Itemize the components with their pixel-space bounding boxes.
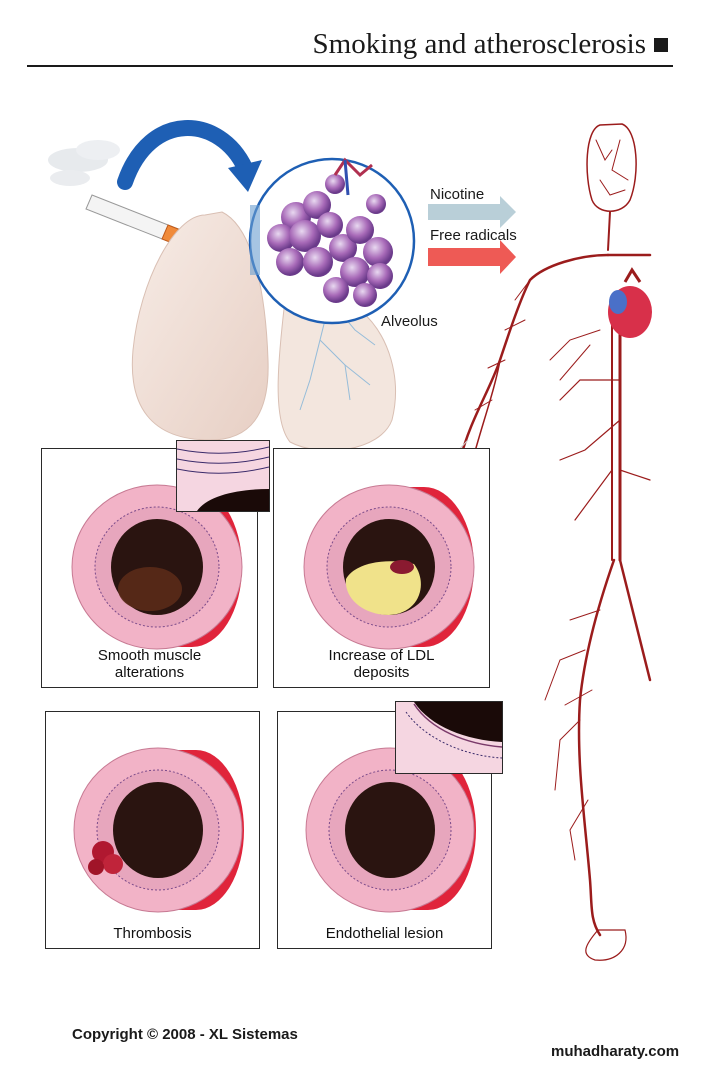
inset-endothelial-detail [395,701,503,774]
vessel-ring-icon [305,747,476,913]
alveolus-cluster-icon [267,157,393,307]
inset-smooth-muscle-detail [176,440,270,512]
nicotine-arrow-icon [428,196,516,228]
copyright-text: Copyright © 2008 - XL Sistemas [72,1026,298,1043]
panel-thrombosis: Thrombosis [45,711,260,949]
smoke-icon [48,140,120,186]
page-title: Smoking and atherosclerosis [313,28,668,61]
endothelium-detail-icon [396,702,502,773]
free-radicals-arrow-icon [428,240,516,274]
circulatory-system-icon [458,123,652,961]
alveolus-label: Alveolus [381,313,438,330]
title-text: Smoking and atherosclerosis [312,28,646,60]
panel-caption-thrombosis: Thrombosis [113,925,192,942]
blood-clot-icon [88,841,123,875]
title-square-icon [654,37,668,52]
watermark-text: muhadharaty.com [551,1043,680,1060]
muscle-detail-icon [177,441,269,511]
curved-arrow-icon [117,120,253,190]
heart-icon [608,267,652,338]
alveolus-magnifier-icon [248,157,416,325]
free-radicals-label: Free radicals [430,227,517,244]
title-rule [27,65,673,67]
vessel-ring-icon [303,484,475,650]
panel-caption-endothelial: Endothelial lesion [325,925,444,942]
ldl-deposit-icon [345,561,421,615]
vessel-ring-icon [73,747,244,913]
panel-caption-smooth-muscle: Smooth muscle alterations [97,647,202,681]
vessel-ring-icon [71,484,243,650]
left-lung-icon [131,211,269,441]
panel-ldl-deposits: Increase of LDL deposits [273,448,490,688]
panel-caption-ldl: Increase of LDL deposits [328,647,435,681]
nicotine-label: Nicotine [430,186,485,203]
